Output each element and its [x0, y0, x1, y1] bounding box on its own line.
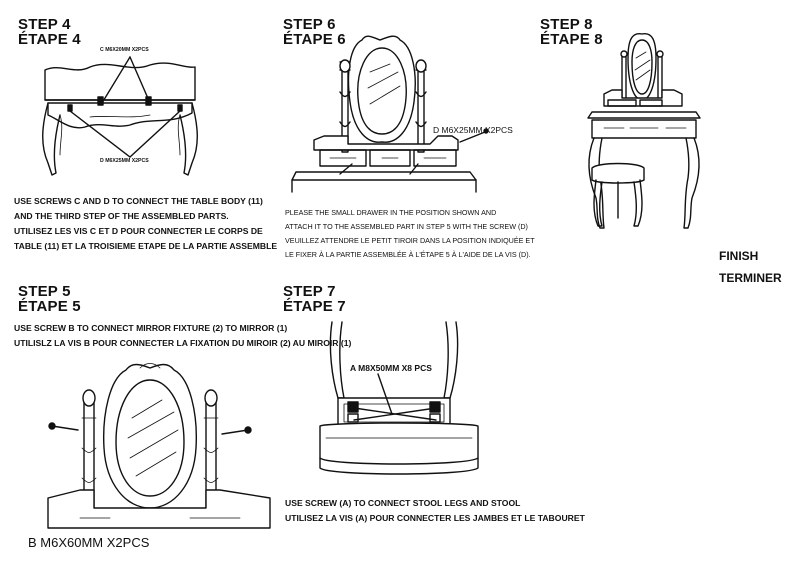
step8-title-fr: ÉTAPE 8	[540, 31, 603, 48]
step4-line-3: UTILISEZ LES VIS C ET D POUR CONNECTER L…	[14, 226, 263, 236]
step7-callout-a: A M8X50MM X8 PCS	[350, 363, 432, 373]
step6-illustration	[291, 35, 489, 193]
step7-line-1: USE SCREW (A) TO CONNECT STOOL LEGS AND …	[285, 498, 521, 508]
step5-illustration	[47, 363, 271, 529]
step8-title-en: STEP 8	[540, 16, 593, 33]
step8-title: STEP 8 ÉTAPE 8	[540, 17, 603, 47]
step5-title: STEP 5 ÉTAPE 5	[18, 284, 81, 314]
step7-title-en: STEP 7	[283, 283, 336, 300]
step6-instructions: PLEASE THE SMALL DRAWER IN THE POSITION …	[285, 206, 535, 262]
step5-instructions: USE SCREW B TO CONNECT MIRROR FIXTURE (2…	[14, 321, 351, 351]
step4-line-1: USE SCREWS C AND D TO CONNECT THE TABLE …	[14, 196, 263, 206]
step5-line-2: UTILISLZ LA VIS B POUR CONNECTER LA FIXA…	[14, 338, 352, 348]
step4-title-fr: ÉTAPE 4	[18, 31, 81, 48]
step5-title-en: STEP 5	[18, 283, 71, 300]
step7-instructions: USE SCREW (A) TO CONNECT STOOL LEGS AND …	[285, 496, 585, 526]
step6-callout-d: D M6X25MM X2PCS	[433, 125, 513, 135]
finish-fr: TERMINER	[719, 271, 782, 285]
step5-line-1: USE SCREW B TO CONNECT MIRROR FIXTURE (2…	[14, 323, 288, 333]
step6-line-4: LE FIXER À LA PARTIE ASSEMBLÉE À L'ÉTAPE…	[285, 250, 531, 259]
step6-title-fr: ÉTAPE 6	[283, 31, 346, 48]
step6-title-en: STEP 6	[283, 16, 336, 33]
step4-illustration	[42, 56, 198, 176]
finish-en: FINISH	[719, 249, 759, 263]
step7-title: STEP 7 ÉTAPE 7	[283, 284, 346, 314]
step4-callout-c: C M6X20MM X2PCS	[100, 47, 149, 53]
step6-line-1: PLEASE THE SMALL DRAWER IN THE POSITION …	[285, 208, 497, 217]
step4-title: STEP 4 ÉTAPE 4	[18, 17, 81, 47]
step7-illustration	[319, 321, 479, 475]
step4-line-2: AND THE THIRD STEP OF THE ASSEMBLED PART…	[14, 211, 229, 221]
step7-title-fr: ÉTAPE 7	[283, 298, 346, 315]
step4-line-4: TABLE (11) ET LA TROISIEME ETAPE DE LA P…	[14, 241, 278, 251]
step6-title: STEP 6 ÉTAPE 6	[283, 17, 346, 47]
step5-title-fr: ÉTAPE 5	[18, 298, 81, 315]
step6-line-2: ATTACH IT TO THE ASSEMBLED PART IN STEP …	[285, 222, 528, 231]
step4-instructions: USE SCREWS C AND D TO CONNECT THE TABLE …	[14, 194, 277, 254]
step6-line-3: VEUILLEZ ATTENDRE LE PETIT TIROIR DANS L…	[285, 236, 535, 245]
step7-line-2: UTILISEZ LA VIS (A) POUR CONNECTER LES J…	[285, 513, 585, 523]
step4-title-en: STEP 4	[18, 16, 71, 33]
step8-illustration	[587, 33, 701, 229]
finish-label: FINISH TERMINER	[719, 245, 782, 289]
step5-callout-b: B M6X60MM X2PCS	[28, 535, 150, 550]
step4-callout-d: D M6X25MM X2PCS	[100, 158, 149, 164]
